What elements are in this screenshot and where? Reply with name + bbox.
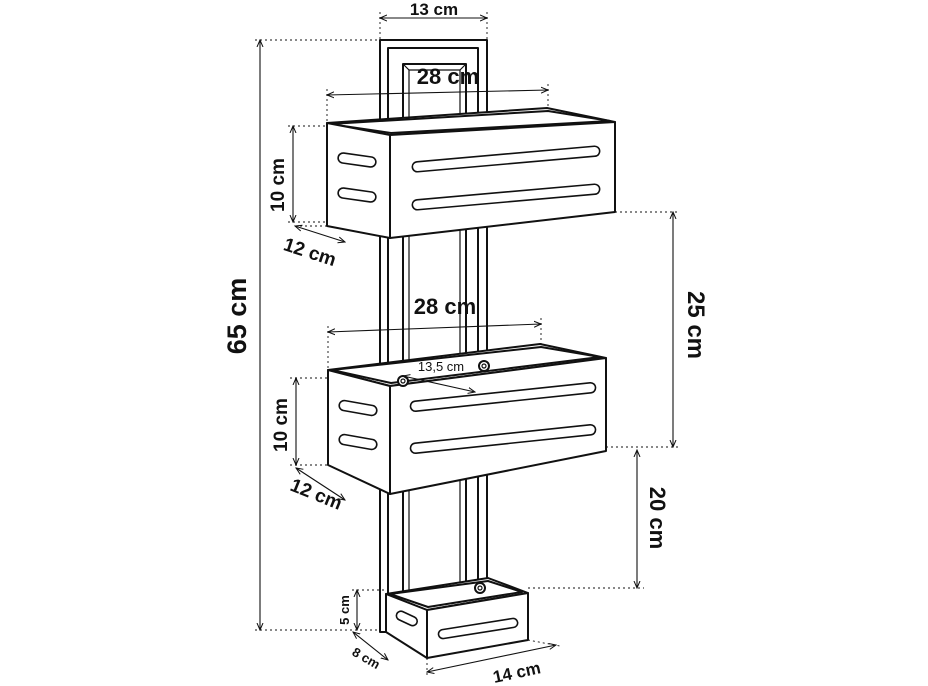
label-middle-shelf-width: 28 cm xyxy=(414,294,476,319)
label-bottom-spacing: 20 cm xyxy=(645,487,670,549)
label-top-width: 13 cm xyxy=(410,0,458,19)
dimension-lines xyxy=(255,12,680,676)
label-upper-shelf-height: 10 cm xyxy=(268,158,289,212)
label-bottom-tray-depth: 8 cm xyxy=(350,644,383,672)
label-middle-shelf-height: 10 cm xyxy=(271,398,292,452)
label-bottom-tray-height: 5 cm xyxy=(337,595,352,625)
label-bottom-tray-width: 14 cm xyxy=(491,658,542,686)
upper-shelf xyxy=(326,107,616,239)
label-upper-shelf-depth: 12 cm xyxy=(281,234,339,271)
middle-shelf xyxy=(327,343,607,495)
bottom-tray xyxy=(385,577,529,659)
label-shelf-spacing: 25 cm xyxy=(682,291,709,359)
label-total-height: 65 cm xyxy=(222,278,252,355)
label-upper-shelf-width: 28 cm xyxy=(417,64,479,89)
label-screw-spacing: 13,5 cm xyxy=(418,359,464,374)
